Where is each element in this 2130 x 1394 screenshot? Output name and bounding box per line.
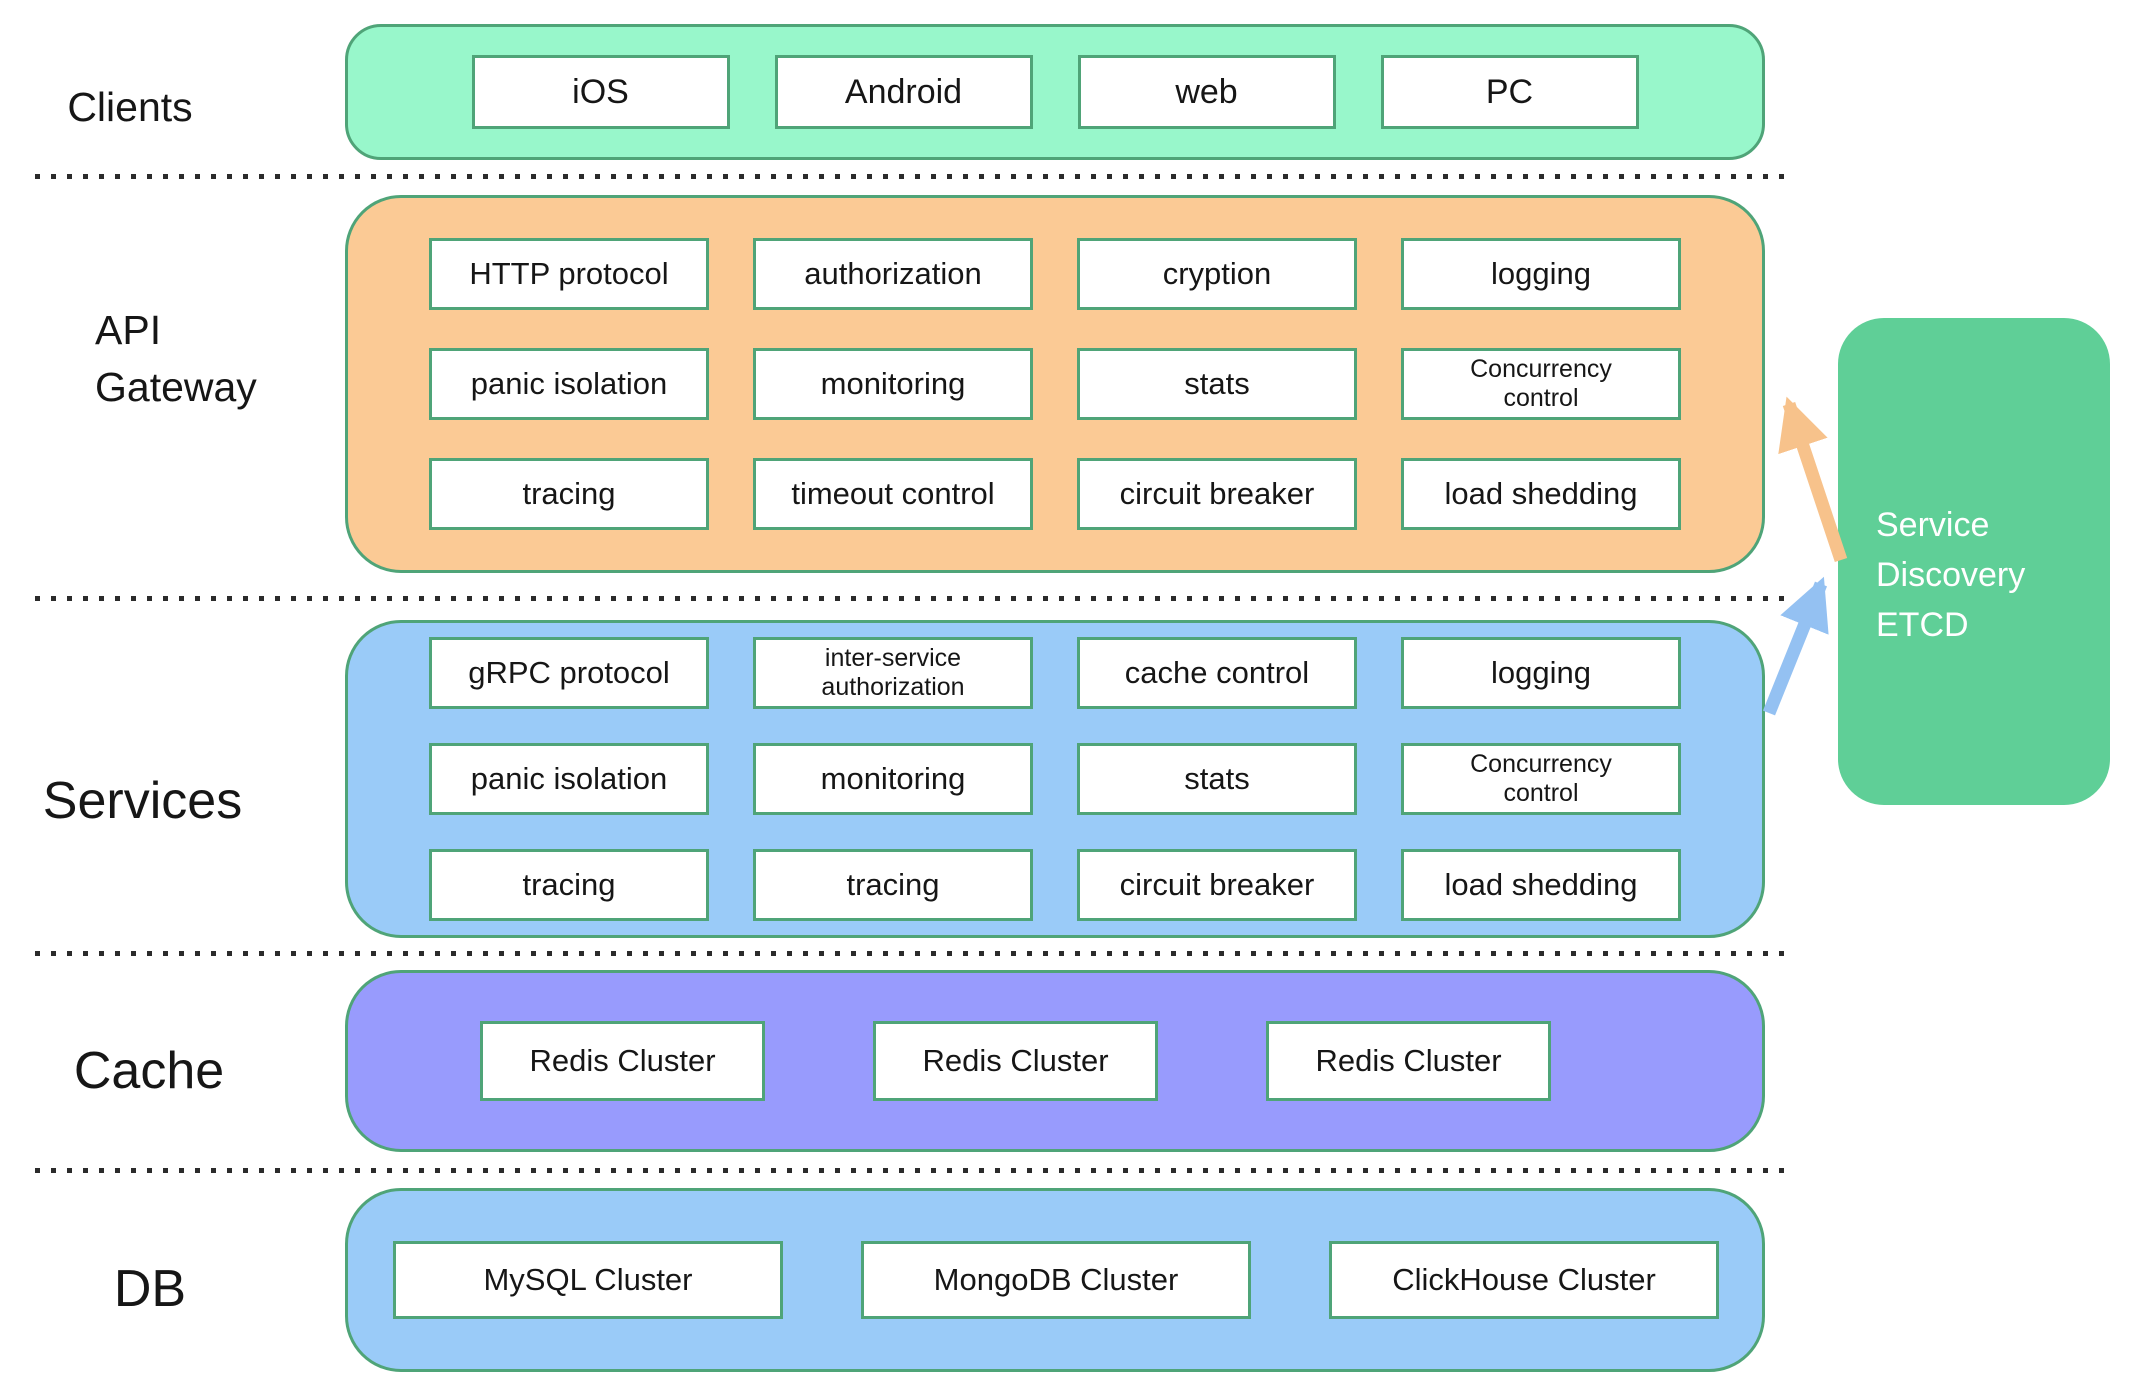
db-box-mysql-cluster: MySQL Cluster: [393, 1241, 783, 1319]
separator-services-cache: [35, 951, 1790, 956]
gateway-cell-concurrency-control-text: Concurrency control: [1470, 354, 1612, 413]
services-cell-tracing-1: tracing: [429, 849, 709, 921]
gateway-cell-http-protocol: HTTP protocol: [429, 238, 709, 310]
gateway-cell-cryption: cryption: [1077, 238, 1357, 310]
gateway-cell-monitoring: monitoring: [753, 348, 1033, 420]
services-cell-inter-service-authorization: inter-service authorization: [753, 637, 1033, 709]
gateway-cell-logging: logging: [1401, 238, 1681, 310]
services-cell-panic-isolation: panic isolation: [429, 743, 709, 815]
services-cell-monitoring: monitoring: [753, 743, 1033, 815]
arrow-services-to-etcd: [1762, 576, 1829, 716]
api-gateway-layer-box: HTTP protocol authorization cryption log…: [345, 195, 1765, 573]
services-grid: gRPC protocol inter-service authorizatio…: [348, 623, 1762, 935]
services-cell-stats: stats: [1077, 743, 1357, 815]
etcd-label-line1: Service: [1876, 506, 1990, 544]
etcd-label-line3: ETCD: [1876, 606, 1969, 644]
gateway-cell-stats: stats: [1077, 348, 1357, 420]
cache-box-redis-cluster-3: Redis Cluster: [1266, 1021, 1551, 1101]
separator-gateway-services: [35, 596, 1790, 601]
layer-label-db: DB: [113, 1260, 187, 1318]
services-cell-circuit-breaker: circuit breaker: [1077, 849, 1357, 921]
layer-label-clients: Clients: [67, 84, 193, 130]
services-cell-load-shedding: load shedding: [1401, 849, 1681, 921]
client-box-android: Android: [774, 55, 1033, 129]
services-cell-inter-service-authorization-text: inter-service authorization: [821, 643, 965, 702]
gateway-cell-panic-isolation: panic isolation: [429, 348, 709, 420]
services-cell-cache-control: cache control: [1077, 637, 1357, 709]
client-box-web: web: [1077, 55, 1336, 129]
service-discovery-etcd-box: Service Discovery ETCD: [1838, 318, 2110, 805]
cache-layer-box: Redis Cluster Redis Cluster Redis Cluste…: [345, 970, 1765, 1152]
layer-label-cache: Cache: [73, 1042, 225, 1100]
cache-box-redis-cluster-2: Redis Cluster: [873, 1021, 1158, 1101]
gateway-cell-timeout-control: timeout control: [753, 458, 1033, 530]
layer-label-api-gateway-line2: Gateway: [95, 364, 257, 410]
gateway-cell-tracing: tracing: [429, 458, 709, 530]
db-box-clickhouse-cluster: ClickHouse Cluster: [1329, 1241, 1719, 1319]
db-box-mongodb-cluster: MongoDB Cluster: [861, 1241, 1251, 1319]
services-layer-box: gRPC protocol inter-service authorizatio…: [345, 620, 1765, 938]
clients-layer-box: iOS Android web PC: [345, 24, 1765, 160]
layer-label-services: Services: [42, 772, 243, 830]
gateway-cell-concurrency-control: Concurrency control: [1401, 348, 1681, 420]
separator-cache-db: [35, 1168, 1790, 1173]
services-cell-logging: logging: [1401, 637, 1681, 709]
api-gateway-grid: HTTP protocol authorization cryption log…: [348, 198, 1762, 570]
layer-label-api-gateway-line1: API: [95, 307, 162, 353]
etcd-label-line2: Discovery: [1876, 556, 2026, 594]
gateway-cell-circuit-breaker: circuit breaker: [1077, 458, 1357, 530]
client-box-pc: PC: [1380, 55, 1639, 129]
separator-clients-gateway: [35, 174, 1790, 179]
db-layer-box: MySQL Cluster MongoDB Cluster ClickHouse…: [345, 1188, 1765, 1372]
gateway-cell-authorization: authorization: [753, 238, 1033, 310]
services-cell-concurrency-control-text: Concurrency control: [1470, 749, 1612, 808]
services-cell-tracing-2: tracing: [753, 849, 1033, 921]
arrow-etcd-to-gateway: [1778, 396, 1848, 563]
client-box-ios: iOS: [471, 55, 730, 129]
cache-box-redis-cluster-1: Redis Cluster: [480, 1021, 765, 1101]
services-cell-concurrency-control: Concurrency control: [1401, 743, 1681, 815]
gateway-cell-load-shedding: load shedding: [1401, 458, 1681, 530]
services-cell-grpc-protocol: gRPC protocol: [429, 637, 709, 709]
layer-label-api-gateway: API Gateway: [95, 302, 257, 416]
